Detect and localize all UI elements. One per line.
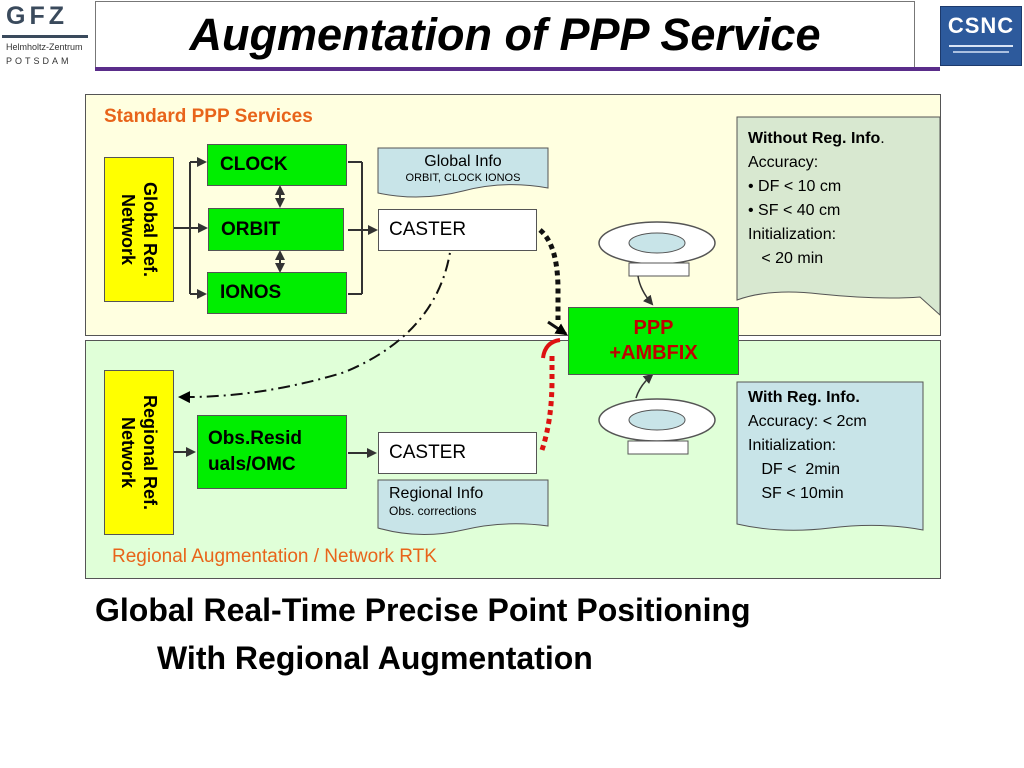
global-info-text: Global Info ORBIT, CLOCK IONOS xyxy=(378,153,548,184)
gfz-logo-line2: POTSDAM xyxy=(6,56,72,66)
with-info-line: DF < 2min xyxy=(748,461,841,478)
global-info-shape xyxy=(377,147,549,198)
gfz-logo-line1: Helmholtz-Zentrum xyxy=(6,42,83,52)
regional-info-title: Regional Info xyxy=(389,485,484,502)
csnc-logo-text: CSNC xyxy=(947,13,1015,38)
regional-panel-label: Regional Augmentation / Network RTK xyxy=(112,546,437,567)
title-underline xyxy=(95,67,940,71)
global-caster-label: CASTER xyxy=(389,219,467,240)
without-info-line: < 20 min xyxy=(748,250,824,267)
csnc-logo: CSNC xyxy=(940,6,1022,66)
title-box: Augmentation of PPP Service xyxy=(95,1,915,69)
receiver-dish-center xyxy=(628,409,686,431)
without-info-note xyxy=(736,116,941,317)
receiver-base xyxy=(628,262,690,277)
global-correction-stream xyxy=(538,228,561,320)
global-caster-box: CASTER xyxy=(378,209,537,251)
obs-residuals-line2: uals/OMC xyxy=(208,454,296,475)
ppp-label: PPP xyxy=(633,317,674,339)
ambfix-label: +AMBFIX xyxy=(609,342,698,364)
with-info-text: With Reg. Info. Accuracy: < 2cm Initiali… xyxy=(748,386,920,506)
csnc-logo-line xyxy=(949,45,1013,47)
with-info-line: SF < 10min xyxy=(748,485,844,502)
regional-correction-stream xyxy=(539,352,555,451)
global-ref-network-label: Global Ref. Network xyxy=(118,181,160,277)
regional-info-text: Regional Info Obs. corrections xyxy=(389,485,549,518)
receiver-arrow xyxy=(637,275,654,306)
global-correction-arrow xyxy=(547,320,568,336)
page-title: Augmentation of PPP Service xyxy=(189,9,821,60)
with-info-note xyxy=(736,381,924,531)
without-info-line: Initialization: xyxy=(748,226,837,243)
bottom-title-line2: With Regional Augmentation xyxy=(157,640,593,676)
clock-label: CLOCK xyxy=(220,154,288,175)
gfz-logo-bar xyxy=(2,35,88,38)
ionos-label: IONOS xyxy=(220,282,282,303)
gfz-logo-text: GFZ xyxy=(6,2,68,30)
with-info-line: Accuracy: < 2cm xyxy=(748,413,867,430)
without-info-suffix: . xyxy=(880,130,885,147)
regional-info-shape xyxy=(377,479,549,535)
csnc-logo-line xyxy=(953,51,1009,53)
bottom-title-line1: Global Real-Time Precise Point Positioni… xyxy=(95,592,751,628)
without-info-title: Without Reg. Info xyxy=(748,130,881,147)
with-info-title: With Reg. Info. xyxy=(748,389,860,406)
receiver-dish-center xyxy=(628,232,686,254)
without-info-line: • DF < 10 cm xyxy=(748,178,842,195)
global-ref-network: Global Ref. Network xyxy=(104,157,174,302)
with-info-line: Initialization: xyxy=(748,437,837,454)
regional-correction-hook xyxy=(541,338,561,359)
global-info-subtitle: ORBIT, CLOCK IONOS xyxy=(405,172,521,184)
regional-caster-label: CASTER xyxy=(389,442,467,463)
ionos-box: IONOS xyxy=(207,272,347,314)
without-info-line: • SF < 40 cm xyxy=(748,202,841,219)
orbit-box: ORBIT xyxy=(208,208,344,251)
regional-caster-box: CASTER xyxy=(378,432,537,474)
regional-ref-network-label: Regional Ref. Network xyxy=(118,394,160,510)
gfz-logo: GFZ Helmholtz-Zentrum POTSDAM xyxy=(2,2,90,72)
orbit-label: ORBIT xyxy=(221,218,281,240)
without-info-line: Accuracy: xyxy=(748,154,819,171)
caster-to-regional-curve xyxy=(178,235,453,404)
ppp-ambfix-box: PPP +AMBFIX xyxy=(568,307,739,375)
receiver-arrow xyxy=(635,373,654,399)
global-info-title: Global Info xyxy=(424,153,502,170)
obs-residuals-box: Obs.Resid uals/OMC xyxy=(197,415,347,489)
receiver-base xyxy=(627,440,689,455)
regional-info-subtitle: Obs. corrections xyxy=(389,504,477,518)
obs-residuals-line1: Obs.Resid xyxy=(208,428,302,449)
without-info-text: Without Reg. Info. Accuracy: • DF < 10 c… xyxy=(748,127,936,271)
regional-ref-network: Regional Ref. Network xyxy=(104,370,174,535)
standard-panel-label: Standard PPP Services xyxy=(104,106,313,127)
clock-box: CLOCK xyxy=(207,144,347,186)
